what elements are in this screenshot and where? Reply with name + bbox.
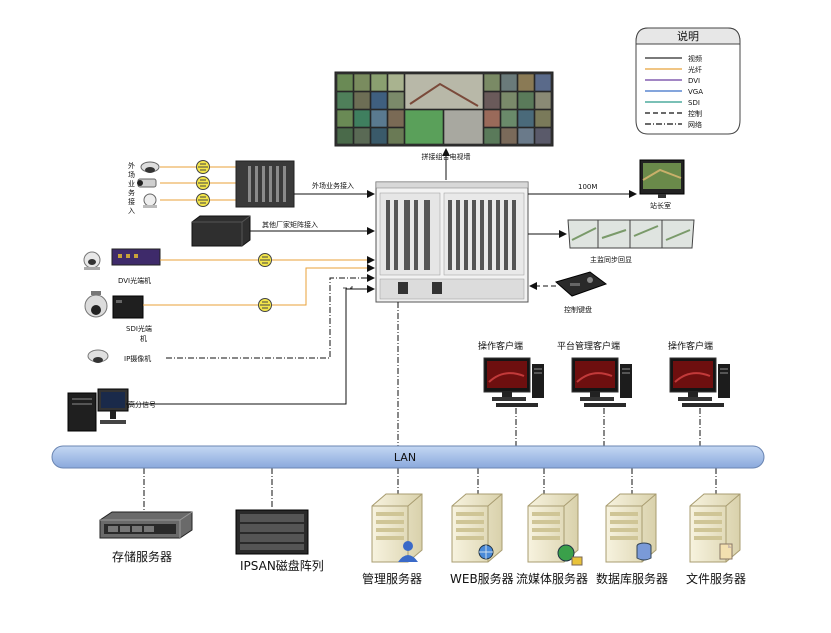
sdi-optical-label-1: SDI光端 (126, 324, 152, 333)
control-keyboard-label: 控制键盘 (564, 305, 592, 314)
client-left-label: 操作客户端 (478, 340, 523, 352)
disk-array-icon (235, 509, 309, 555)
client-mid-workstation-icon (571, 357, 633, 408)
monitor-icon (639, 159, 685, 198)
ipsan-label: IPSAN磁盘阵列 (240, 558, 324, 573)
legend-items: 视频 光纤 DVI VGA SDI 控制 网络 (645, 54, 703, 129)
ip-camera-icon (87, 349, 109, 363)
bandwidth-label: 100M (578, 183, 597, 191)
legend-item-control: 控制 (688, 109, 702, 118)
ip-camera-label: IP摄像机 (124, 354, 151, 363)
fiber-coupler-icon (258, 298, 272, 312)
rack-server-icon (99, 511, 193, 539)
svg-text:外场业务接入: 外场业务接入 (128, 161, 135, 215)
client-right-workstation-icon (669, 357, 731, 408)
database-icon (636, 542, 652, 561)
bullet-camera-icon (137, 178, 157, 188)
dome-camera-icon (140, 161, 160, 173)
storage-server-label: 存储服务器 (112, 549, 172, 564)
fiber-coupler-icon (196, 160, 210, 174)
legend-item-dvi: DVI (688, 77, 700, 85)
matrix-chassis (375, 181, 529, 303)
dome-camera-icon (83, 251, 101, 270)
web-server-label: WEB服务器 (450, 571, 514, 586)
lan-bus: LAN (51, 445, 765, 469)
dvi-optical-label: DVI光端机 (118, 276, 151, 285)
ptz-camera-icon (143, 193, 157, 208)
workstation-icon (67, 388, 129, 432)
file-icon (719, 543, 733, 560)
file-server-label: 文件服务器 (686, 571, 746, 586)
web-server-icon (451, 493, 503, 563)
legend: 说明 视频 光纤 DVI VGA SDI 控制 网络 (635, 27, 741, 135)
mgmt-server-label: 管理服务器 (362, 571, 422, 586)
mgmt-server-icon (371, 493, 423, 563)
globe-icon (478, 544, 494, 560)
matrix-icon (191, 215, 251, 247)
fiber-coupler-icon (258, 253, 272, 267)
legend-item-fiber: 光纤 (688, 65, 702, 74)
main-monitor-wall-icon (567, 219, 695, 249)
network-links (143, 302, 717, 512)
station-room-label: 站长室 (650, 201, 671, 210)
legend-item-vga: VGA (688, 88, 703, 96)
speed-dome-icon (84, 291, 108, 318)
client-right-label: 操作客户端 (668, 340, 713, 352)
client-mid-label: 平台管理客户端 (557, 340, 620, 352)
legend-item-video: 视频 (688, 54, 702, 63)
video-wall: 拼接组合电视墙 (334, 71, 554, 161)
other-matrix-label: 其他厂家矩阵接入 (262, 220, 318, 229)
client-left-workstation-icon (483, 357, 545, 408)
keyboard-icon (554, 271, 608, 297)
encoder-rack-icon (235, 160, 295, 208)
external-access-label: 外场业务接入 (312, 181, 354, 190)
legend-item-sdi: SDI (688, 99, 700, 107)
fiber-coupler-icon (196, 193, 210, 207)
legend-item-network: 网络 (688, 120, 702, 129)
legend-title: 说明 (677, 29, 699, 43)
lan-label: LAN (394, 451, 416, 464)
db-server-label: 数据库服务器 (596, 571, 668, 586)
external-cameras: 外场业务接入 (128, 160, 236, 215)
sdi-optical-label-2: 机 (140, 334, 147, 343)
sdi-optical-device-icon (112, 295, 144, 319)
media-server-label: 流媒体服务器 (516, 571, 588, 586)
media-globe-icon (557, 544, 583, 566)
dvi-optical-device-icon (111, 248, 161, 266)
main-monitor-label: 主监同步回显 (590, 255, 632, 264)
fiber-coupler-icon (196, 176, 210, 190)
user-icon (398, 541, 418, 562)
